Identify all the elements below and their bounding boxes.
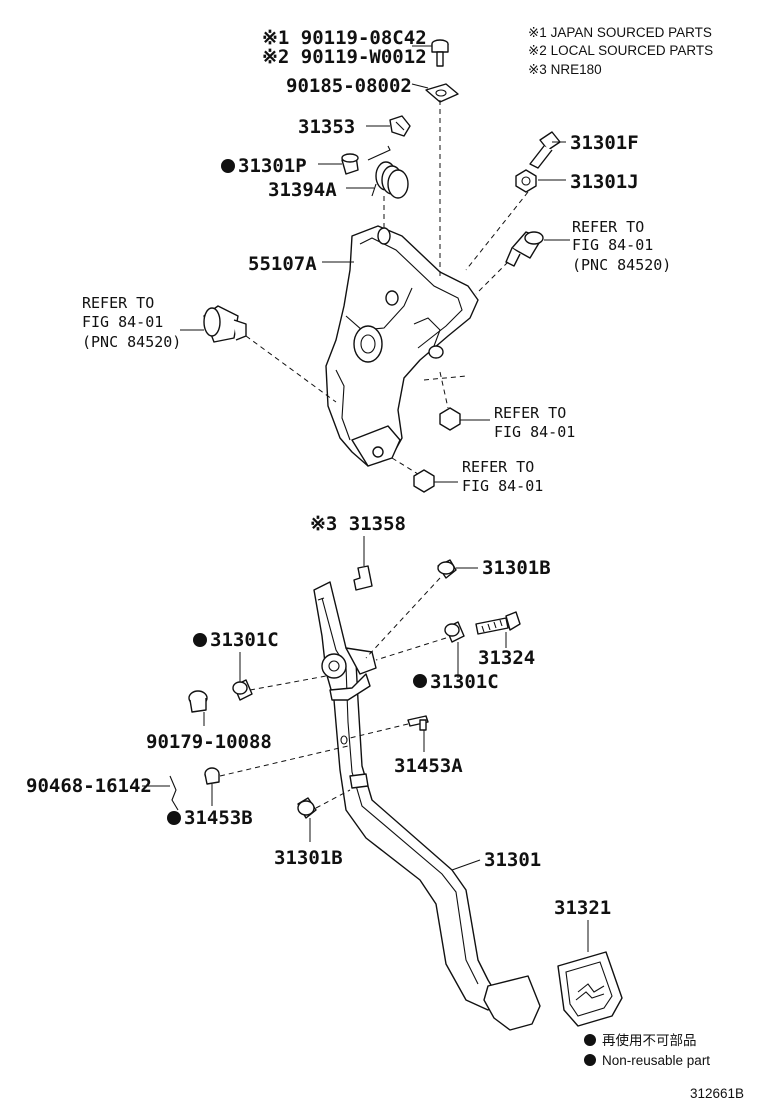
stop-lamp-switch-left-icon [203,305,247,343]
legend-note-2: ※2 LOCAL SOURCED PARTS [528,43,713,58]
label-31353: 31353 [298,116,355,138]
pin-31453a-icon [407,715,429,731]
stopper-31301b-top-icon [437,559,457,579]
bolt-90119-icon [431,39,449,67]
refer-left-line3: (PNC 84520) [82,333,181,351]
stopper-31301b-bottom-icon [297,797,317,819]
legend-note-3: ※3 NRE180 [528,62,602,77]
assembly-lines-upper [245,100,529,475]
bolt-31301f-icon [529,131,561,169]
label-31324: 31324 [478,647,535,669]
legend-note-1: ※1 JAPAN SOURCED PARTS [528,25,712,40]
leader-lines-upper [180,45,570,483]
nut-lower-2-icon [413,469,435,493]
label-31301j: 31301J [570,171,639,193]
label-31301f: 31301F [570,132,639,154]
label-55107a: 55107A [248,253,317,275]
spring-31394a-icon [367,145,409,199]
label-31301b-bottom: 31301B [274,847,343,869]
refer-nut1-line1: REFER TO [494,404,566,422]
refer-nut2-line2: FIG 84-01 [462,477,543,495]
non-reusable-marker-31301c-right [413,674,427,688]
legend-bullet-jp [584,1034,596,1046]
clip-31358-icon [353,565,373,591]
label-31301p: 31301P [238,155,307,177]
label-31301b-top: 31301B [482,557,551,579]
stop-lamp-switch-right-icon [505,231,544,267]
label-90185-08002: 90185-08002 [286,75,412,97]
label-31358: ※3 31358 [310,513,406,535]
bolt-31324-icon [475,611,521,635]
non-reusable-marker-31301c-left [193,633,207,647]
collar-90179-icon [188,690,208,713]
refer-right-line3: (PNC 84520) [572,256,671,274]
refer-nut1-line2: FIG 84-01 [494,423,575,441]
clip-31353-icon [389,115,411,137]
label-90179-10088: 90179-10088 [146,731,272,753]
legend-non-reusable-jp: 再使用不可部品 [602,1032,697,1048]
label-31453b: 31453B [184,807,253,829]
legend-notes: ※1 JAPAN SOURCED PARTS ※2 LOCAL SOURCED … [528,25,713,77]
label-90468-16142: 90468-16142 [26,775,152,797]
label-90119-08c42: ※1 90119-08C42 [262,27,427,49]
label-31301: 31301 [484,849,541,871]
nut-31301j-icon [515,169,537,193]
clip-nut-90185-icon [425,83,459,103]
refer-right-line2: FIG 84-01 [572,236,653,254]
leader-lines-lower [142,536,589,952]
brake-pedal-arm [313,581,541,1031]
refer-left-line1: REFER TO [82,294,154,312]
refer-left-line2: FIG 84-01 [82,313,163,331]
non-reusable-legend: 再使用不可部品 Non-reusable part [584,1032,710,1068]
pin-90468-icon [169,775,179,811]
label-90119-w0012: ※2 90119-W0012 [262,46,427,68]
legend-bullet-en [584,1054,596,1066]
refer-right-line1: REFER TO [572,218,644,236]
pedal-pad-31321-icon [557,951,623,1027]
bushing-31301p-icon [341,153,359,175]
callout-labels: ※1 90119-08C42 ※2 90119-W0012 90185-0800… [26,27,671,919]
assembly-lines-lower [219,577,447,809]
non-reusable-marker-31453b [167,811,181,825]
clip-31453b-icon [204,767,220,785]
pedal-bracket [325,225,479,467]
label-31301c-right: 31301C [430,671,499,693]
label-31453a: 31453A [394,755,463,777]
legend-non-reusable-en: Non-reusable part [602,1053,710,1068]
bushing-31301c-left-icon [232,679,253,701]
nut-lower-1-icon [439,407,461,431]
label-31394a: 31394A [268,179,337,201]
figure-id: 312661B [690,1086,744,1101]
label-31301c-left: 31301C [210,629,279,651]
non-reusable-marker-31301p [221,159,235,173]
refer-nut2-line1: REFER TO [462,458,534,476]
label-31321: 31321 [554,897,611,919]
bushing-31301c-right-icon [444,621,465,643]
